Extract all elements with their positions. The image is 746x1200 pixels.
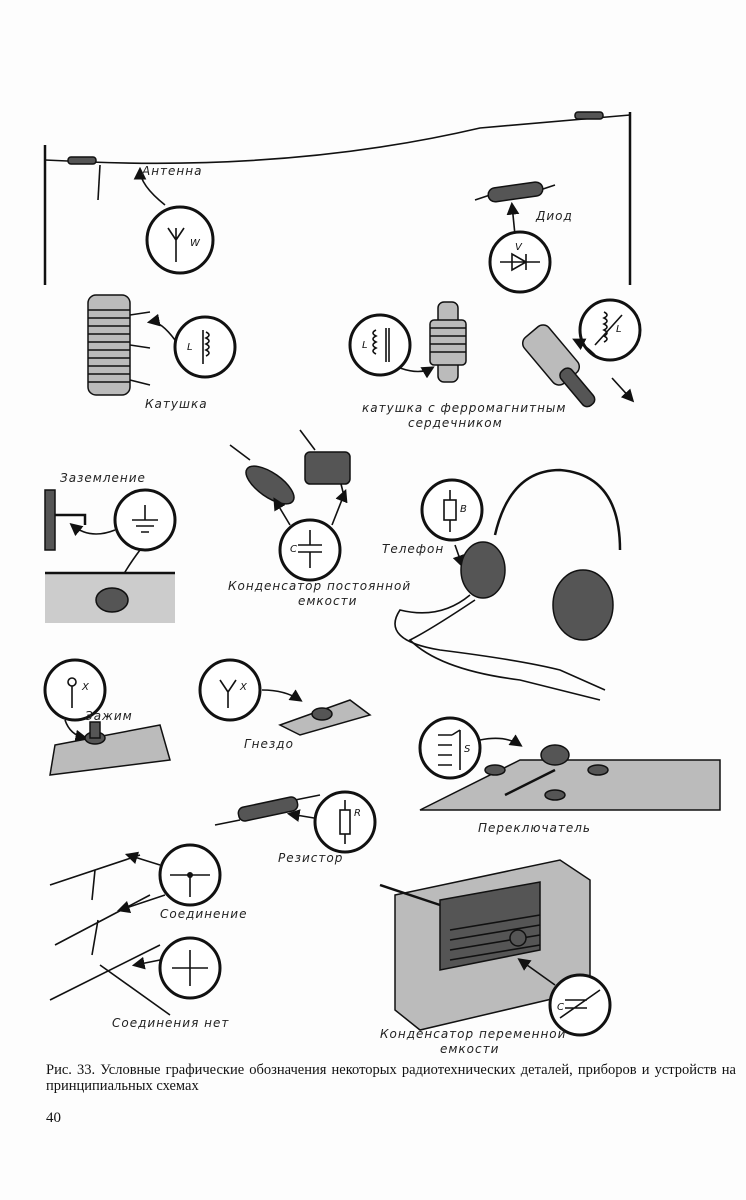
symbol-antenna: W — [190, 238, 201, 249]
label-capacitor-line2: емкости — [298, 594, 357, 608]
symbol-capacitor: C — [290, 544, 297, 555]
variometer-illustration: L — [521, 298, 642, 408]
socket-illustration: X Гнездо — [198, 658, 372, 751]
label-clamp: Зажим — [85, 709, 133, 723]
label-junction: Соединение — [160, 907, 247, 921]
label-resistor: Резистор — [278, 851, 343, 865]
label-ferro-coil-line1: катушка с ферромагнитным — [362, 401, 566, 415]
label-antenna: Антенна — [141, 164, 202, 178]
capacitor-illustration: C Конденсатор постоянной емкости — [228, 429, 411, 608]
symbol-phone: B — [460, 504, 467, 515]
no-junction-illustration: Соединения нет — [49, 936, 229, 1030]
variable-capacitor-illustration: C Конденсатор переменной емкости — [379, 859, 612, 1056]
label-switch: Переключатель — [478, 821, 591, 835]
clamp-illustration: X Зажим — [43, 658, 171, 776]
ground-illustration: Заземление — [44, 471, 177, 623]
label-var-cap-line1: Конденсатор переменной — [380, 1027, 566, 1041]
label-var-cap-line2: емкости — [440, 1042, 499, 1056]
resistor-illustration: R Резистор — [214, 790, 377, 865]
symbol-switch: S — [464, 744, 471, 755]
symbol-ferro-coil: L — [362, 340, 368, 351]
label-ferro-coil-line2: сердечником — [408, 416, 503, 430]
symbol-clamp: X — [81, 682, 90, 693]
label-coil: Катушка — [145, 397, 208, 411]
figure-caption: Рис. 33. Условные графические обозначени… — [46, 1062, 736, 1094]
label-socket: Гнездо — [244, 737, 294, 751]
symbol-socket: X — [239, 682, 248, 693]
switch-illustration: S — [418, 716, 721, 811]
page-number: 40 — [46, 1110, 61, 1126]
label-phone: Телефон — [382, 542, 444, 556]
symbol-coil: L — [187, 342, 193, 353]
ferro-coil-illustration: L катушка с ферромагнитным сердечником — [348, 301, 566, 430]
symbol-resistor: R — [354, 808, 361, 819]
headphones-illustration: B Телефон — [382, 468, 622, 701]
symbol-variometer: L — [616, 324, 622, 335]
symbol-diode: V — [515, 242, 523, 253]
symbol-var-cap: C — [557, 1002, 564, 1013]
label-no-junction: Соединения нет — [112, 1016, 229, 1030]
diode-illustration: Диод V — [474, 181, 573, 294]
junction-illustration: Соединение — [49, 843, 247, 956]
label-diode: Диод — [535, 209, 573, 223]
antenna-illustration: Антенна W — [43, 111, 632, 285]
label-capacitor-line1: Конденсатор постоянной — [228, 579, 411, 593]
label-ground: Заземление — [60, 471, 146, 485]
coil-illustration: Катушка L — [87, 294, 237, 411]
